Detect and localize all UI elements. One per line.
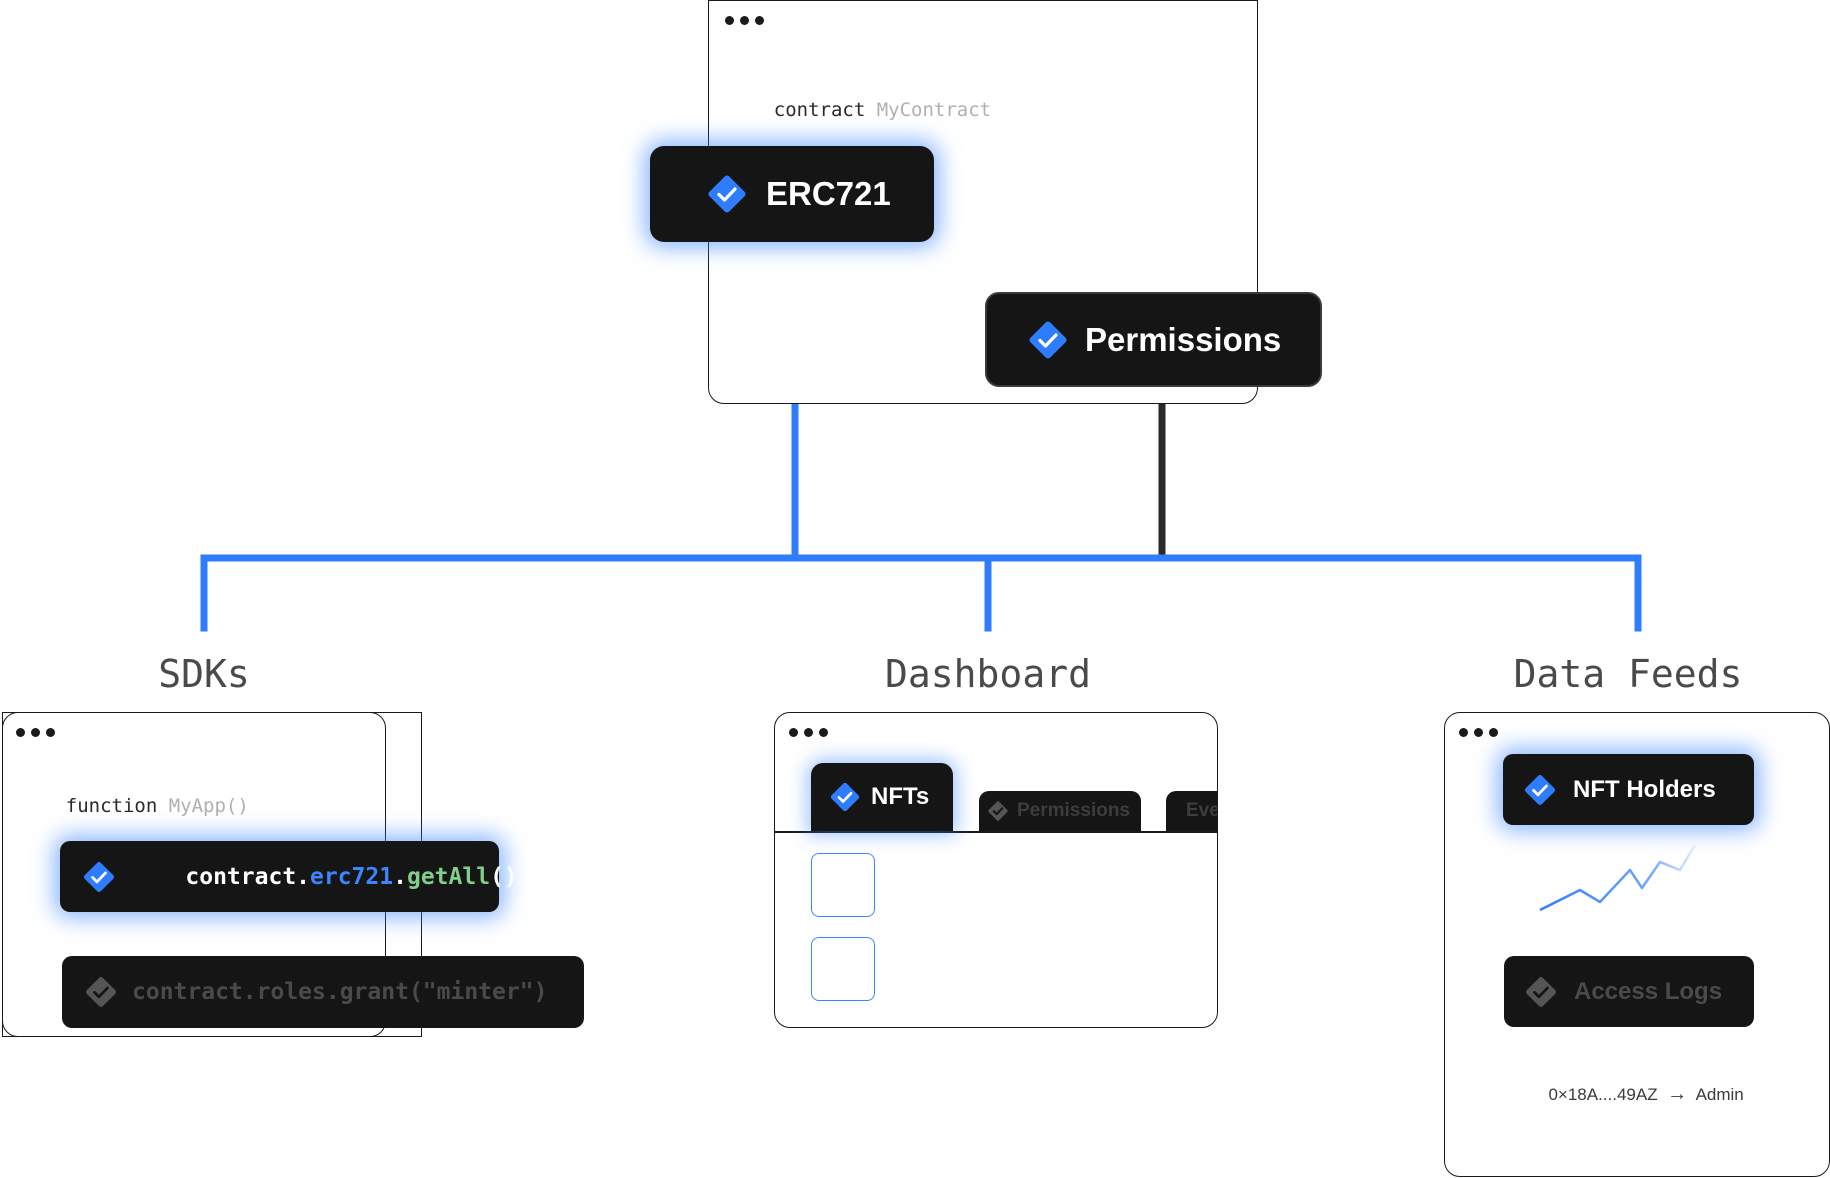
tab-events-label: Eve [1186,800,1218,821]
access-log-entry: 0×18A....49AZ → Admin [1539,1063,1744,1106]
code-args: () [490,863,518,890]
code-dot: . [393,863,407,890]
code-module: erc721 [310,863,394,890]
roles-grant-code: contract.roles.grant("minter") [132,979,548,1005]
erc721-getall-code: contract.erc721.getAll() [130,838,518,916]
erc721-label: ERC721 [766,175,891,212]
permissions-label: Permissions [1085,320,1282,358]
code-method: getAll [406,863,491,890]
nft-tile[interactable] [811,937,875,1001]
code-object: contract. [185,863,311,890]
tab-nfts[interactable]: NFTs [811,763,953,831]
window-controls [789,728,828,737]
log-role: Admin [1695,1085,1744,1104]
roles-grant-badge[interactable]: contract.roles.grant("minter") [62,956,584,1028]
arrow-right-icon: → [1667,1083,1688,1105]
contract-declaration: contract MyContract [728,77,991,143]
erc721-getall-badge[interactable]: contract.erc721.getAll() [60,841,518,912]
contract-name: MyContract [876,99,992,121]
check-icon [84,975,118,1009]
contract-keyword: contract [773,99,866,121]
nft-holders-label: NFT Holders [1573,775,1716,803]
verified-check-icon [82,860,116,894]
permissions-badge[interactable]: Permissions [985,292,1322,387]
dashboard-window: NFTs Permissions Eve [774,712,1218,1028]
nft-tile[interactable] [811,853,875,917]
sdks-title: SDKs [158,652,250,696]
dashboard-title: Dashboard [885,652,1091,696]
verified-check-icon [706,173,748,215]
tab-bar-divider [775,831,1217,833]
function-declaration: function MyApp() [20,773,249,839]
nft-holders-badge[interactable]: NFT Holders [1503,754,1754,825]
tab-permissions[interactable]: Permissions [979,791,1141,831]
data-feeds-title: Data Feeds [1513,652,1743,696]
access-logs-label: Access Logs [1574,977,1723,1005]
verified-check-icon [1523,773,1557,807]
tab-events[interactable]: Eve [1166,791,1218,831]
verified-check-icon [1027,319,1069,361]
tab-permissions-label: Permissions [1017,800,1130,821]
check-icon [987,800,1009,822]
erc721-badge[interactable]: ERC721 [650,146,934,242]
check-icon [1524,975,1558,1009]
window-controls [1459,728,1498,737]
window-controls [16,728,55,737]
access-logs-badge[interactable]: Access Logs [1504,956,1754,1027]
holders-sparkline [1539,844,1697,912]
window-controls [725,16,764,25]
verified-check-icon [829,781,861,813]
function-name: MyApp() [168,795,249,817]
log-address: 0×18A....49AZ [1548,1085,1658,1104]
branch-connector [200,554,1642,632]
function-keyword: function [65,795,158,817]
tab-nfts-label: NFTs [871,783,930,810]
